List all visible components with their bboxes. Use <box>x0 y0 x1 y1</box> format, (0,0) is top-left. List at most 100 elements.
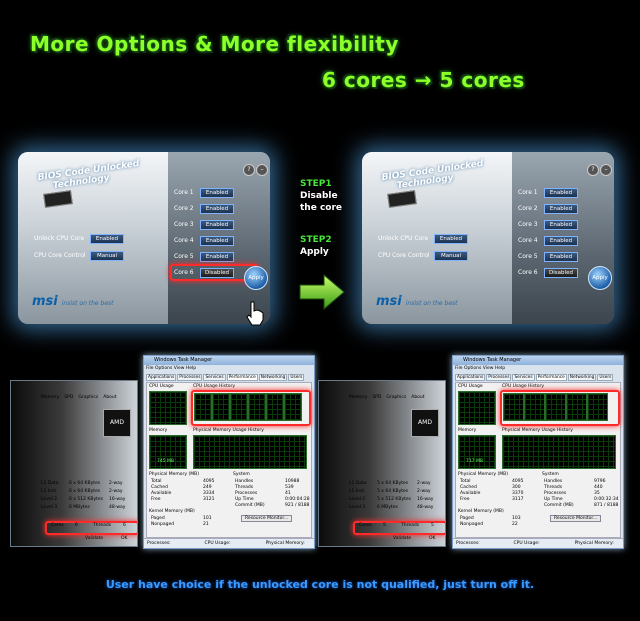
tab-graphics[interactable]: Graphics <box>386 395 407 400</box>
core-toggle-4[interactable]: Enabled <box>544 236 578 246</box>
cache-cell: 2-way <box>109 481 123 486</box>
tab-performance[interactable]: Performance <box>535 374 567 381</box>
core-history-graph <box>230 393 248 421</box>
cpuz-tabs: Memory SPD Graphics About <box>41 395 117 400</box>
ok-button[interactable]: OK <box>429 536 436 541</box>
tm-title: Windows Task Manager <box>144 356 314 365</box>
tm-menu[interactable]: File Options View Help <box>146 366 197 371</box>
validate-button[interactable]: Validate <box>85 536 104 541</box>
core-toggle-5[interactable]: Enabled <box>544 252 578 262</box>
cores-value: 6 <box>75 523 78 528</box>
step1-text: STEP1 Disable the core <box>300 179 343 213</box>
core-toggle-1[interactable]: Enabled <box>200 188 234 198</box>
tab-spd[interactable]: SPD <box>372 395 382 400</box>
pm-cell: 4095 <box>512 479 524 484</box>
tab-services[interactable]: Services <box>203 374 226 381</box>
core-toggle-5[interactable]: Enabled <box>200 252 234 262</box>
mem-history-graph <box>502 435 616 469</box>
pm-cell: Total <box>151 479 162 484</box>
cache-cell: Level 3 <box>41 505 58 510</box>
resource-monitor-button[interactable]: Resource Monitor... <box>550 515 602 522</box>
ok-button[interactable]: OK <box>121 536 128 541</box>
core-history-graph <box>503 393 524 421</box>
cache-cell: L1 Inst. <box>349 489 366 494</box>
hand-cursor-icon <box>246 301 264 326</box>
core-toggle-2[interactable]: Enabled <box>544 204 578 214</box>
cache-cell: L1 Data <box>41 481 59 486</box>
km-cell: 22 <box>512 522 518 527</box>
sys-cell: Commit (MB) <box>235 503 265 508</box>
cpu-usage-label: CPU Usage <box>458 384 483 389</box>
apply-button[interactable]: Apply <box>588 266 612 290</box>
cpu-usage-graph <box>458 391 496 425</box>
tab-networking[interactable]: Networking <box>567 374 597 381</box>
core-toggle-2[interactable]: Enabled <box>200 204 234 214</box>
tab-graphics[interactable]: Graphics <box>78 395 99 400</box>
tab-applications[interactable]: Applications <box>455 374 486 381</box>
tm-title: Windows Task Manager <box>453 356 623 365</box>
tab-about[interactable]: About <box>411 395 425 400</box>
tab-performance[interactable]: Performance <box>226 374 258 381</box>
core-label-5: Core 5 <box>174 253 194 260</box>
tab-processes[interactable]: Processes <box>486 374 512 381</box>
tm-menu[interactable]: File Options View Help <box>455 366 506 371</box>
sys-cell: Commit (MB) <box>544 503 574 508</box>
core-toggle-3[interactable]: Enabled <box>200 220 234 230</box>
pm-cell: Available <box>460 491 481 496</box>
km-cell: 103 <box>512 516 521 521</box>
help-icon[interactable]: ? <box>587 164 599 176</box>
minimize-icon[interactable]: – <box>600 164 612 176</box>
step2-text: STEP2 Apply <box>300 235 332 257</box>
sys-cell: Up Time <box>544 497 563 502</box>
core-toggle-4[interactable]: Enabled <box>200 236 234 246</box>
cache-cell: 2-way <box>417 481 431 486</box>
core-history-graph <box>587 393 608 421</box>
tab-spd[interactable]: SPD <box>64 395 74 400</box>
pm-cell: Free <box>460 497 470 502</box>
km-cell: 101 <box>203 516 212 521</box>
tab-services[interactable]: Services <box>512 374 535 381</box>
pm-cell: Available <box>151 491 172 496</box>
threads-value: 5 <box>431 523 434 528</box>
tab-applications[interactable]: Applications <box>146 374 177 381</box>
pm-cell: 3334 <box>203 491 215 496</box>
unlock-dropdown[interactable]: Enabled <box>434 234 468 244</box>
tab-processes[interactable]: Processes <box>177 374 203 381</box>
sys-head: System <box>542 472 559 477</box>
core-history-graph <box>566 393 587 421</box>
core-label-6: Core 6 <box>174 269 194 276</box>
memory-label: Memory <box>458 428 477 433</box>
tab-about[interactable]: About <box>103 395 117 400</box>
validate-button[interactable]: Validate <box>393 536 412 541</box>
core-label-6: Core 6 <box>518 269 538 276</box>
core-label-3: Core 3 <box>518 221 538 228</box>
cpu-history-label: CPU Usage History <box>502 384 545 389</box>
km-cell: Nonpaged <box>151 522 175 527</box>
threads-label: Threads <box>93 523 112 528</box>
core-label-1: Core 1 <box>518 189 538 196</box>
tab-memory[interactable]: Memory <box>349 395 368 400</box>
core-toggle-6[interactable]: Disabled <box>544 268 578 278</box>
cache-cell: 5 x 64 KBytes <box>377 481 409 486</box>
core-toggle-1[interactable]: Enabled <box>544 188 578 198</box>
core-label-2: Core 2 <box>174 205 194 212</box>
control-dropdown[interactable]: Manual <box>434 251 468 261</box>
tab-networking[interactable]: Networking <box>258 374 288 381</box>
control-dropdown[interactable]: Manual <box>90 251 124 261</box>
cpu-history-highlight <box>191 390 311 426</box>
sys-cell: 0:00:32:34 <box>594 497 619 502</box>
resource-monitor-button[interactable]: Resource Monitor... <box>241 515 293 522</box>
tab-users[interactable]: Users <box>288 374 305 381</box>
tab-users[interactable]: Users <box>597 374 614 381</box>
cache-cell: Level 2 <box>349 497 366 502</box>
help-icon[interactable]: ? <box>243 164 255 176</box>
core-toggle-6[interactable]: Disabled <box>200 268 234 278</box>
unlock-dropdown[interactable]: Enabled <box>90 234 124 244</box>
apply-button[interactable]: Apply <box>244 266 268 290</box>
threads-value: 6 <box>123 523 126 528</box>
core-toggle-3[interactable]: Enabled <box>544 220 578 230</box>
tab-memory[interactable]: Memory <box>41 395 60 400</box>
minimize-icon[interactable]: – <box>256 164 268 176</box>
threads-label: Threads <box>401 523 420 528</box>
